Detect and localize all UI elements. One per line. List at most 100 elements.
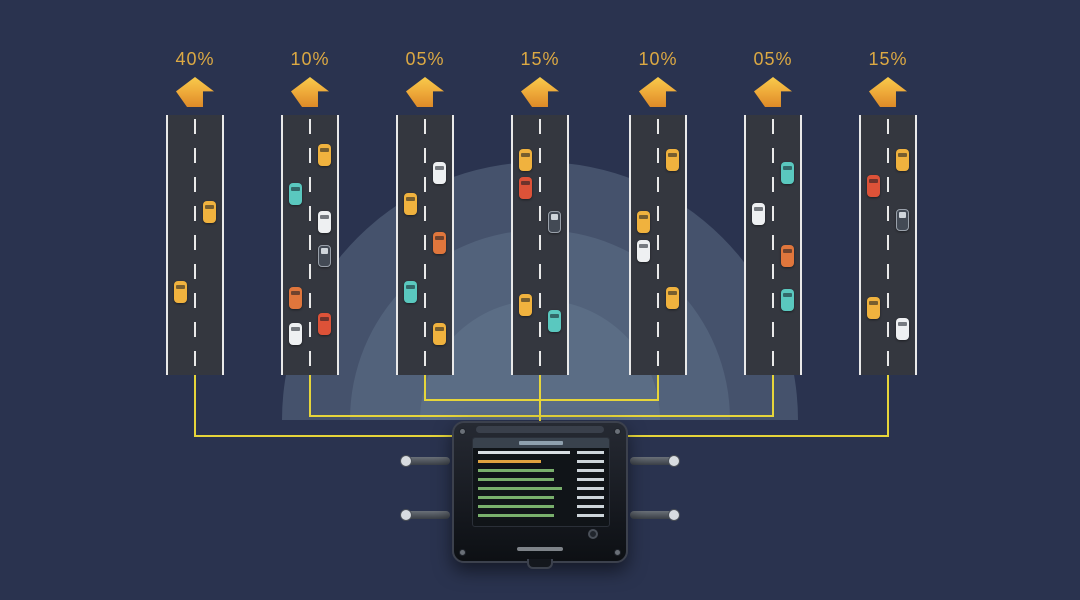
screw-icon: [459, 428, 466, 435]
device-body: [452, 421, 628, 569]
car-icon: [403, 281, 417, 304]
car-windshield: [868, 178, 878, 183]
car-windshield: [898, 152, 908, 157]
car-icon: [403, 193, 417, 215]
car-windshield: [320, 316, 330, 321]
power-button-icon: [588, 529, 598, 539]
car-icon: [866, 297, 880, 319]
screen-row: [473, 475, 609, 484]
car-windshield: [898, 321, 908, 326]
road: [859, 115, 917, 375]
antenna-knob-icon: [400, 455, 412, 467]
car-icon: [751, 203, 765, 226]
lane-4: 15%: [511, 48, 569, 375]
road: [511, 115, 569, 375]
brand-mark: [517, 547, 563, 551]
car-windshield: [405, 197, 415, 201]
car-icon: [636, 211, 650, 234]
device-screen: [472, 437, 610, 527]
car-icon: [318, 312, 332, 335]
car-icon: [896, 317, 910, 340]
car-icon: [518, 294, 532, 317]
device-port: [527, 559, 553, 569]
car-windshield: [290, 186, 300, 191]
car-icon: [288, 182, 302, 205]
car-windshield: [753, 207, 763, 212]
car-icon: [433, 232, 447, 254]
device-top-trim: [476, 426, 604, 433]
road: [281, 115, 339, 375]
car-windshield: [868, 301, 878, 305]
car-icon: [666, 148, 680, 171]
car-windshield: [668, 152, 678, 157]
lane-percent-label: 15%: [520, 49, 560, 69]
car-icon: [896, 208, 910, 231]
lane-1: 40%: [166, 48, 224, 375]
roadside-radar-device: [400, 415, 680, 585]
connector-line: [540, 375, 774, 417]
lane-7: 15%: [859, 48, 917, 375]
screw-icon: [459, 549, 466, 556]
car-windshield: [520, 181, 530, 186]
car-windshield: [783, 293, 793, 298]
screen-row: [473, 466, 609, 475]
car-icon: [866, 174, 880, 197]
up-arrow-icon: [754, 77, 792, 107]
connector-line: [424, 375, 540, 401]
antenna-icon: [400, 509, 450, 521]
car-windshield: [899, 211, 907, 218]
antenna-knob-icon: [400, 509, 412, 521]
car-windshield: [435, 236, 445, 240]
road: [629, 115, 687, 375]
road-center-line: [657, 119, 659, 371]
car-icon: [318, 211, 332, 234]
road-center-line: [772, 119, 774, 371]
connector-line: [540, 375, 659, 401]
up-arrow-icon: [639, 77, 677, 107]
car-icon: [548, 211, 562, 234]
up-arrow-icon: [869, 77, 907, 107]
car-icon: [896, 148, 910, 171]
car-windshield: [321, 248, 329, 254]
antenna-knob-icon: [668, 455, 680, 467]
car-icon: [318, 245, 332, 267]
car-windshield: [551, 214, 559, 221]
road: [396, 115, 454, 375]
antenna-icon: [630, 455, 680, 467]
car-icon: [203, 200, 217, 223]
antenna-icon: [630, 509, 680, 521]
car-icon: [781, 289, 795, 312]
road-center-line: [539, 119, 541, 371]
screw-icon: [614, 549, 621, 556]
screen-row: [473, 511, 609, 520]
lane-percent-label: 05%: [753, 49, 793, 69]
lane-3: 05%: [396, 48, 454, 375]
up-arrow-icon: [406, 77, 444, 107]
car-windshield: [290, 327, 300, 331]
car-icon: [666, 286, 680, 309]
car-icon: [636, 239, 650, 262]
up-arrow-icon: [291, 77, 329, 107]
lane-2: 10%: [281, 48, 339, 375]
road-center-line: [194, 119, 196, 371]
car-icon: [288, 286, 302, 309]
car-windshield: [435, 165, 445, 170]
screen-titlebar: [473, 438, 609, 448]
car-windshield: [435, 327, 445, 331]
road-center-line: [309, 119, 311, 371]
car-windshield: [638, 215, 648, 220]
car-windshield: [205, 204, 215, 209]
car-windshield: [668, 290, 678, 295]
car-windshield: [320, 215, 330, 220]
car-icon: [318, 143, 332, 166]
road: [166, 115, 224, 375]
car-icon: [173, 281, 187, 304]
car-icon: [781, 161, 795, 184]
car-icon: [548, 310, 562, 332]
lane-5: 10%: [629, 48, 687, 375]
up-arrow-icon: [521, 77, 559, 107]
car-windshield: [520, 298, 530, 303]
car-icon: [288, 323, 302, 345]
car-windshield: [783, 249, 793, 253]
